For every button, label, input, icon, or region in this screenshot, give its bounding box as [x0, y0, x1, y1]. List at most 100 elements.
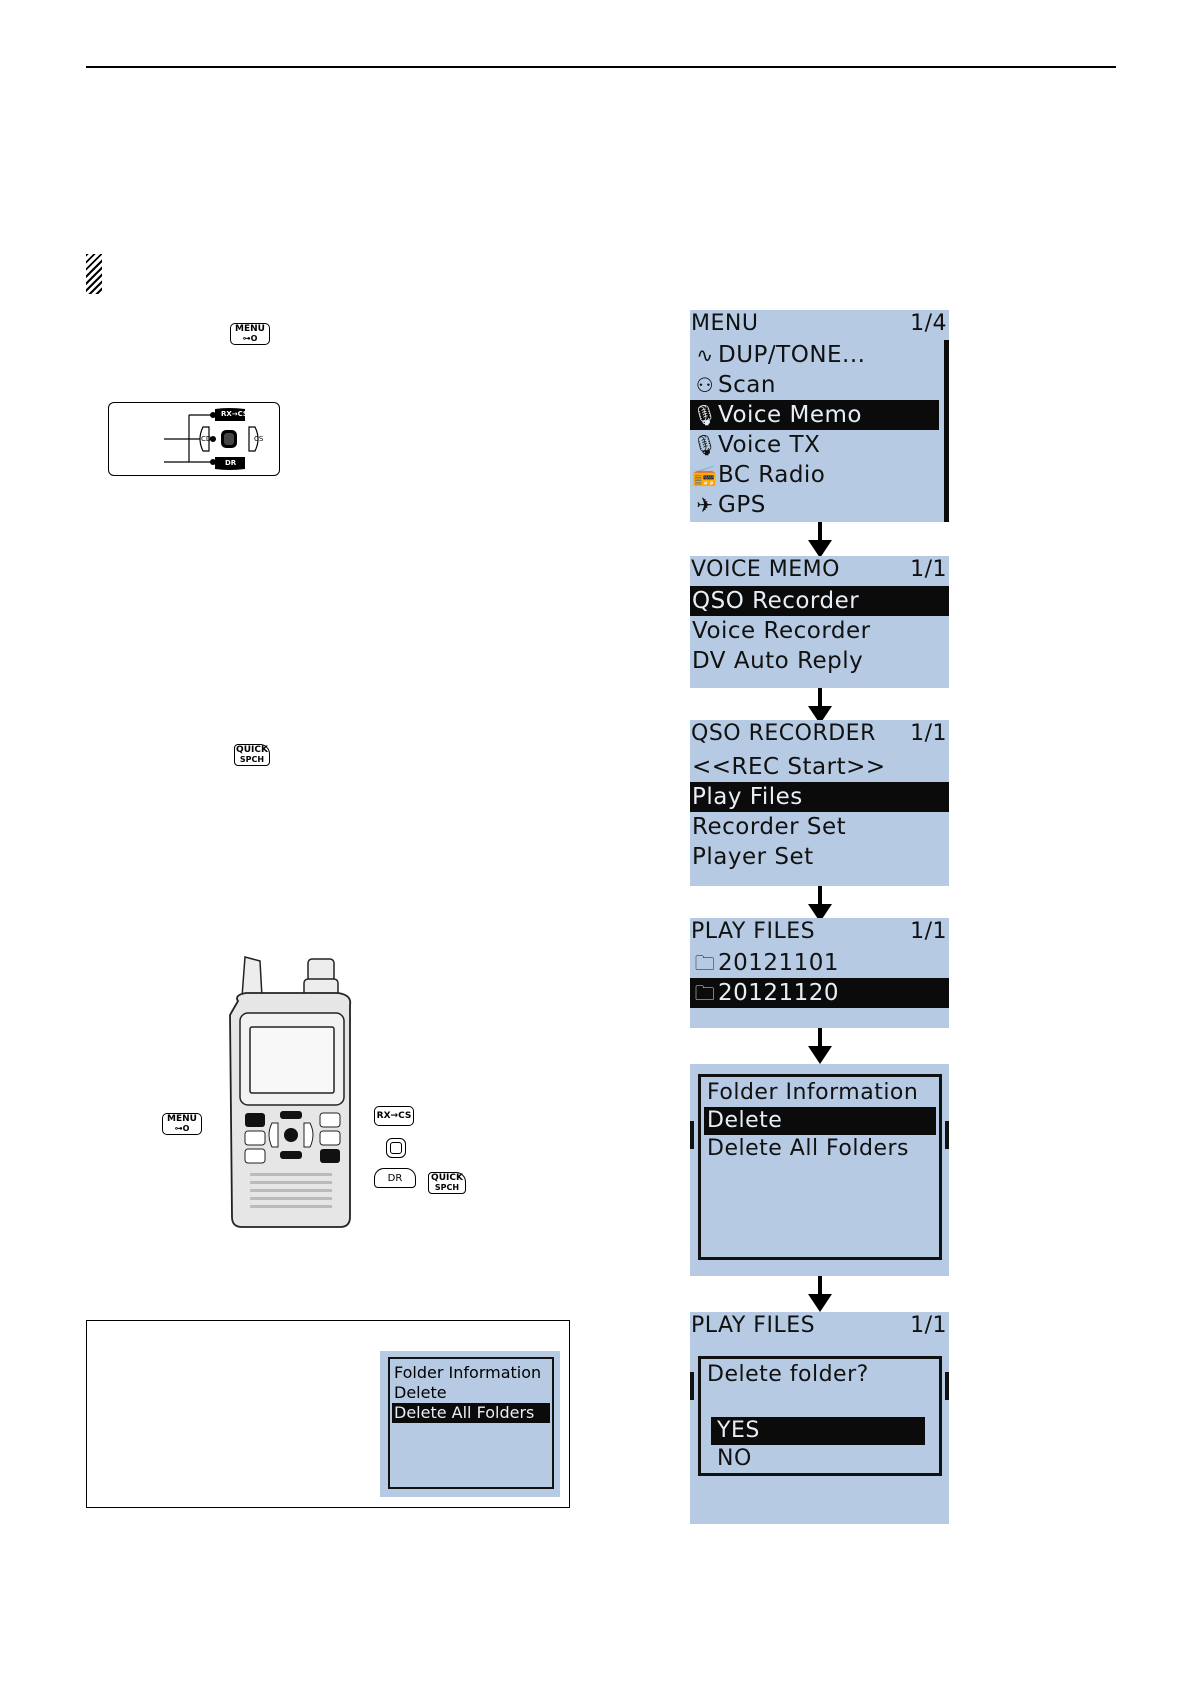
satellite-icon: ✈ [696, 493, 714, 517]
menu-item-rec-start[interactable]: <<REC Start>> [692, 754, 886, 780]
voice-memo-title: VOICE MEMO [691, 557, 840, 582]
menu-key-side-sub: ⊶O [174, 1124, 190, 1133]
menu-key-side[interactable]: MENU ⊶O [162, 1113, 202, 1135]
hatch-marker [86, 254, 102, 294]
folder-menu-dialog: Folder Information Delete Delete All Fol… [698, 1074, 942, 1260]
delete-confirm-header: PLAY FILES 1/1 [690, 1312, 949, 1340]
menu-item-voice-tx[interactable]: 🎙Voice TX [690, 430, 942, 460]
delete-confirm-page: 1/1 [910, 1313, 947, 1338]
folder-name: 20121101 [718, 950, 840, 976]
voice-memo-header: VOICE MEMO 1/1 [690, 556, 949, 584]
menu-key-sub: ⊶O [242, 334, 258, 343]
delete-confirm-dialog: Delete folder? YES NO [698, 1356, 942, 1476]
dialog-edge-right [945, 1121, 949, 1149]
menu-item-play-files[interactable]: Play Files [690, 782, 949, 812]
menu-item-delete-all-folders[interactable]: Delete All Folders [707, 1136, 909, 1161]
note-box: Folder Information Delete Delete All Fol… [86, 1320, 570, 1508]
dialog-edge-left [690, 1372, 694, 1400]
play-files-page: 1/1 [910, 919, 947, 944]
folder-name: 20121120 [718, 980, 840, 1006]
delete-confirm-title: PLAY FILES [691, 1313, 816, 1338]
menu-item-dv-auto-reply[interactable]: DV Auto Reply [692, 648, 864, 674]
menu-item-label: Voice Memo [718, 402, 862, 428]
quick-key-side[interactable]: QUICK SPCH [428, 1172, 466, 1194]
option-no[interactable]: NO [717, 1446, 752, 1471]
menu-item-dup-tone[interactable]: ∿DUP/TONE... [690, 340, 942, 370]
play-files-title: PLAY FILES [691, 919, 816, 944]
menu-item-scan[interactable]: ⚇Scan [690, 370, 942, 400]
menu-item-voice-recorder[interactable]: Voice Recorder [692, 618, 871, 644]
menu-scrollbar[interactable] [944, 340, 949, 522]
wave-icon: ∿ [696, 343, 714, 367]
cs-label: CS [254, 435, 264, 443]
quick-key[interactable]: QUICK SPCH [234, 744, 270, 766]
radio-icon: 📻 [692, 463, 718, 487]
menu-screen: MENU 1/4 ∿DUP/TONE... ⚇Scan 🎙Voice Memo … [690, 310, 949, 522]
note-menu-item-delete-all[interactable]: Delete All Folders [392, 1403, 550, 1423]
qso-recorder-screen: QSO RECORDER 1/1 <<REC Start>> Play File… [690, 720, 949, 886]
menu-screen-header: MENU 1/4 [690, 310, 949, 338]
quick-key-side-label: QUICK [431, 1173, 463, 1183]
center-key-icon [390, 1142, 402, 1154]
dialog-edge-right [945, 1372, 949, 1400]
menu-item-player-set[interactable]: Player Set [692, 844, 814, 870]
flow-arrow-3 [808, 886, 832, 922]
folder-row-20121120[interactable]: 🗀20121120 [690, 978, 949, 1008]
menu-key-label: MENU [235, 324, 265, 334]
menu-item-label: Scan [718, 372, 776, 398]
flow-arrow-5 [808, 1276, 832, 1312]
menu-item-delete[interactable]: Delete [704, 1107, 936, 1135]
delete-confirm-prompt: Delete folder? [707, 1362, 869, 1387]
dpad-illustration: RX→CS DR CS CD [108, 402, 280, 476]
dr-key[interactable]: DR [374, 1168, 416, 1188]
menu-item-voice-memo[interactable]: 🎙Voice Memo [690, 400, 939, 430]
dr-key-label: DR [387, 1172, 403, 1184]
center-key[interactable] [386, 1138, 406, 1158]
cd-label: CD [201, 435, 212, 443]
voice-memo-page: 1/1 [910, 557, 947, 582]
menu-item-label: Voice TX [718, 432, 821, 458]
note-menu-item-delete[interactable]: Delete [394, 1383, 447, 1402]
play-files-screen: PLAY FILES 1/1 🗀20121101 🗀20121120 [690, 918, 949, 1028]
dpad-diagram [164, 408, 259, 470]
menu-item-qso-recorder[interactable]: QSO Recorder [690, 586, 949, 616]
note-menu-item-folder-info[interactable]: Folder Information [394, 1363, 542, 1382]
voice-memo-screen: VOICE MEMO 1/1 QSO Recorder Voice Record… [690, 556, 949, 688]
qso-recorder-title: QSO RECORDER [691, 721, 876, 746]
folder-icon: 🗀 [694, 951, 716, 975]
folder-icon: 🗀 [694, 981, 716, 1005]
menu-key[interactable]: MENU ⊶O [230, 323, 270, 345]
menu-item-bc-radio[interactable]: 📻BC Radio [690, 460, 942, 490]
qso-recorder-page: 1/1 [910, 721, 947, 746]
rxcs-key[interactable]: RX→CS [374, 1106, 414, 1126]
menu-screen-title: MENU [691, 311, 759, 336]
top-rule [86, 66, 1116, 68]
dialog-edge-left [690, 1121, 694, 1149]
folder-row-20121101[interactable]: 🗀20121101 [690, 948, 949, 978]
rxcs-key-label: RX→CS [376, 1110, 412, 1121]
quick-key-label: QUICK [236, 745, 268, 755]
note-screen: Folder Information Delete Delete All Fol… [380, 1351, 560, 1497]
qso-recorder-header: QSO RECORDER 1/1 [690, 720, 949, 748]
quick-key-sub: SPCH [239, 755, 265, 764]
menu-item-label: GPS [718, 492, 766, 518]
menu-item-folder-information[interactable]: Folder Information [707, 1080, 919, 1105]
menu-item-label: DUP/TONE... [718, 342, 866, 368]
folder-menu-screen: Folder Information Delete Delete All Fol… [690, 1064, 949, 1276]
binoculars-icon: ⚇ [695, 373, 715, 397]
quick-key-side-sub: SPCH [434, 1183, 460, 1192]
flow-arrow-1 [808, 522, 832, 558]
delete-confirm-screen: PLAY FILES 1/1 Delete folder? YES NO [690, 1312, 949, 1524]
note-dialog: Folder Information Delete Delete All Fol… [388, 1357, 554, 1489]
transceiver-illustration [229, 956, 352, 1228]
dr-label: DR [225, 459, 237, 467]
rxcs-label: RX→CS [221, 410, 248, 418]
menu-key-side-label: MENU [167, 1114, 197, 1124]
microphone-tx-icon: 🎙 [692, 433, 718, 457]
play-files-header: PLAY FILES 1/1 [690, 918, 949, 946]
microphone-icon: 🎙 [692, 403, 718, 427]
menu-item-recorder-set[interactable]: Recorder Set [692, 814, 847, 840]
menu-item-gps[interactable]: ✈GPS [690, 490, 942, 520]
flow-arrow-4 [808, 1028, 832, 1064]
option-yes[interactable]: YES [711, 1417, 925, 1445]
